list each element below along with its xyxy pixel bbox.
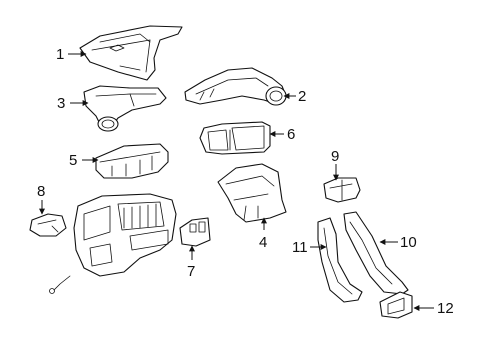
callout-10: 10	[400, 234, 417, 251]
part-4-distribution-duct	[217, 163, 287, 223]
callout-5: 5	[69, 152, 77, 169]
callout-4: 4	[259, 234, 267, 251]
callout-2: 2	[298, 88, 306, 105]
part-3-curved-duct	[83, 85, 167, 132]
part-6-twin-outlet	[199, 121, 271, 155]
callout-9: 9	[331, 148, 339, 165]
callout-6: 6	[287, 126, 295, 143]
callout-12: 12	[437, 300, 454, 317]
part-9-small-duct	[323, 177, 361, 203]
callout-8: 8	[37, 183, 45, 200]
callout-11: 11	[292, 239, 308, 256]
callout-7: 7	[187, 263, 195, 280]
part-5-long-duct	[95, 143, 169, 179]
callout-3: 3	[57, 95, 65, 112]
part-12-outlet	[379, 291, 413, 319]
callout-1: 1	[56, 46, 64, 63]
part-11-rear-duct	[317, 217, 363, 303]
part-2-upper-duct	[184, 67, 287, 106]
part-10-floor-duct	[343, 211, 409, 295]
part-8-bracket	[29, 213, 67, 237]
part-1-duct-panel	[79, 25, 183, 81]
part-7-actuator	[179, 217, 211, 247]
heater-unit-assembly	[49, 193, 177, 294]
